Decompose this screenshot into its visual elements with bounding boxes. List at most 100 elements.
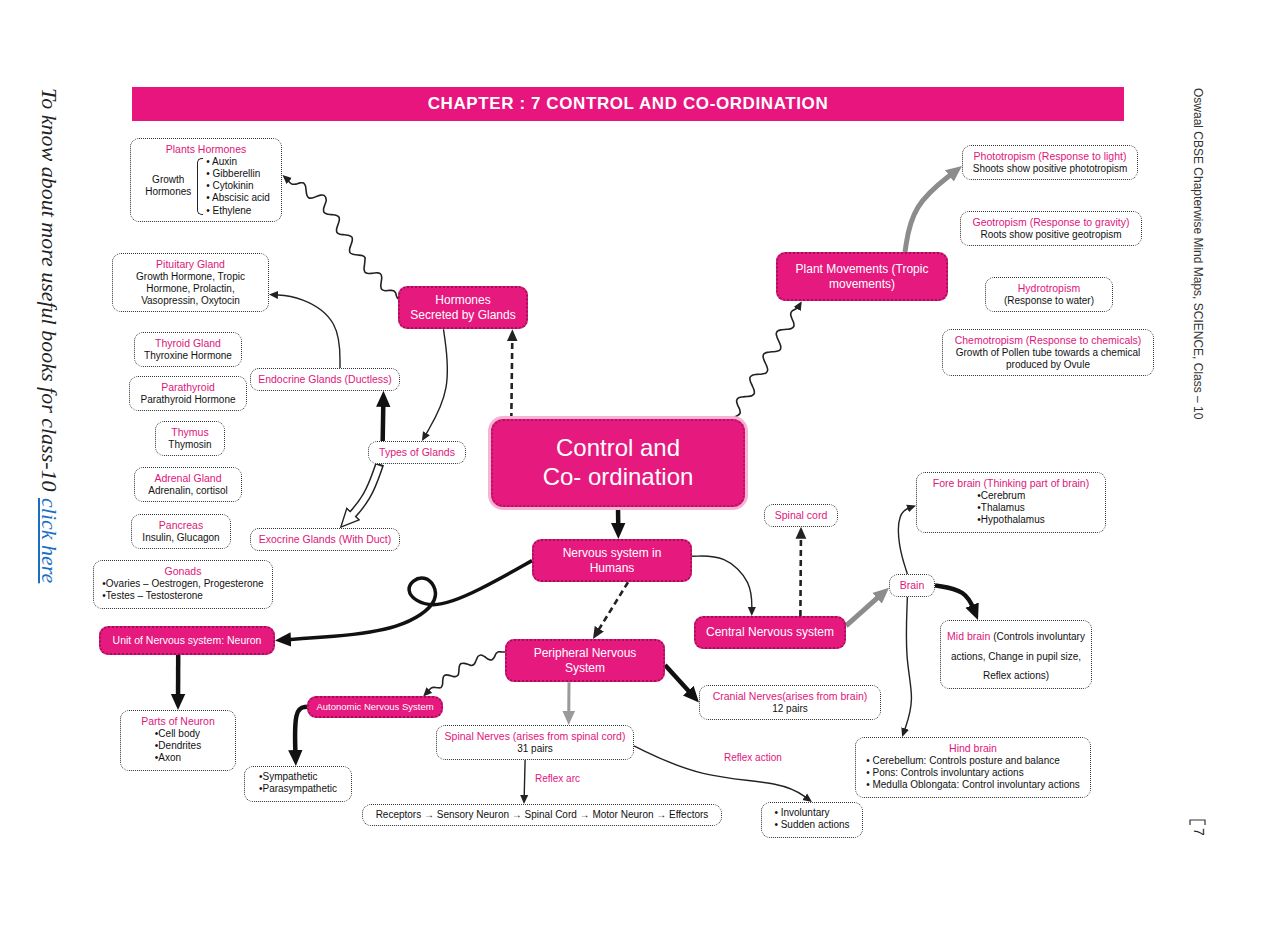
- edge-label: Reflex action: [722, 752, 784, 764]
- connector-arrow: [596, 582, 628, 634]
- node-heading: Endocrine Glands (Ductless): [257, 373, 393, 386]
- node-heading: Fore brain (Thinking part of brain): [923, 477, 1099, 490]
- connector-arrow: [898, 507, 911, 574]
- gland-type-box: Exocrine Glands (With Duct): [250, 528, 400, 551]
- connector-arrow: [634, 746, 808, 799]
- node-text: •Testes – Testosterone: [102, 590, 263, 602]
- node-heading: Chemotropism (Response to chemicals): [949, 334, 1147, 347]
- concept-box: Plant Movements (Tropic movements): [776, 252, 948, 301]
- connector-line: [283, 561, 532, 640]
- connector-arrow: [905, 171, 956, 252]
- hormone-box: Plants HormonesGrowth Hormones• Auxin• G…: [130, 138, 282, 222]
- connector-arrow: [283, 561, 532, 640]
- connector-arrow: [382, 399, 384, 441]
- connector-arrow: [904, 597, 912, 733]
- tropism-box: Hydrotropism(Response to water): [985, 277, 1113, 312]
- connector-line: [286, 178, 398, 299]
- concept-box: Nervous system in Humans: [532, 539, 692, 582]
- node-heading: Types of Glands: [375, 446, 459, 459]
- connector-line: [799, 533, 802, 616]
- connector-line: [424, 329, 447, 437]
- node-text: Thyroxine Hormone: [141, 350, 235, 362]
- concept-box: Peripheral Nervous System: [505, 639, 665, 682]
- node-text: •Sympathetic: [259, 771, 337, 783]
- part-box: Brain: [889, 574, 935, 597]
- connector-line: [596, 582, 628, 634]
- list-box: Parts of Neuron•Cell body•Dendrites•Axon: [120, 710, 236, 771]
- node-text: •Ovaries – Oestrogen, Progesterone: [102, 578, 263, 590]
- node-text: Parathyroid Hormone: [136, 394, 240, 406]
- concept-box: Hormones Secreted by Glands: [398, 286, 528, 329]
- connector-arrow: [692, 556, 752, 612]
- node-heading: Plant Movements (Tropic movements): [788, 262, 936, 291]
- node-heading: Exocrine Glands (With Duct): [257, 533, 393, 546]
- running-header: Oswaal CBSE Chapterwise Mind Maps, SCIEN…: [1190, 88, 1204, 419]
- gland-box: PancreasInsulin, Glucagon: [131, 514, 231, 549]
- brace: [197, 158, 203, 215]
- node-heading: Pancreas: [138, 519, 224, 532]
- connector-arrow: [178, 655, 179, 702]
- node-heading: Spinal cord: [771, 509, 831, 522]
- connector-arrow: [935, 585, 975, 612]
- node-text: Thymosin: [162, 439, 218, 451]
- brain-part-box: Fore brain (Thinking part of brain)•Cere…: [916, 472, 1106, 533]
- list-box: • Involuntary• Sudden actions: [761, 802, 863, 838]
- connector-arrow: [618, 507, 619, 531]
- connector-line: [176, 655, 181, 702]
- node-text: • Medulla Oblongata: Control involuntary…: [866, 779, 1080, 791]
- brain-part-box: Hind brain• Cerebellum: Controls posture…: [855, 737, 1091, 798]
- page-bracket: [1190, 820, 1205, 825]
- tropism-box: Geotropism (Response to gravity)Roots sh…: [960, 211, 1142, 246]
- concept-box: Unit of Nervous system: Neuron: [99, 626, 275, 655]
- connector-line: [898, 507, 911, 574]
- connector-line: [634, 746, 808, 799]
- node-heading: Pituitary Gland: [119, 258, 262, 271]
- node-heading: Hind brain: [862, 742, 1084, 755]
- gland-type-box: Endocrine Glands (Ductless): [250, 368, 400, 391]
- connector-arrow: [424, 329, 447, 437]
- node-heading: Phototropism (Response to light): [969, 150, 1131, 163]
- connector-line: [846, 593, 883, 626]
- connector-arrow: [273, 295, 340, 368]
- connector-line: [523, 760, 525, 800]
- node-text: • Involuntary: [774, 807, 849, 819]
- connector-arrow: [511, 335, 512, 419]
- node-heading: Geotropism (Response to gravity): [967, 216, 1135, 229]
- node-text: •Axon: [155, 752, 201, 764]
- connector-arrow: [800, 533, 802, 616]
- connector-fill: [347, 464, 380, 521]
- node-text: Adrenalin, cortisol: [141, 485, 235, 497]
- connector-arrow: [295, 707, 307, 758]
- nerve-box: Spinal Nerves (arises from spinal cord)3…: [436, 725, 634, 760]
- connector-arrow: [286, 178, 398, 299]
- link-text: click here: [37, 498, 62, 583]
- connector-line: [905, 171, 956, 252]
- node-text: Shoots show positive phototropism: [969, 163, 1131, 175]
- list-box: •Sympathetic•Parasympathetic: [244, 766, 352, 802]
- nerve-box: Cranial Nerves(arises from brain)12 pair…: [699, 685, 881, 720]
- connector-line: [692, 556, 752, 612]
- edge-label: Reflex arc: [533, 773, 582, 785]
- connector-line: [426, 652, 505, 694]
- node-heading: Hydrotropism: [992, 282, 1106, 295]
- node-text: Insulin, Glucagon: [138, 532, 224, 544]
- connector-arrow: [846, 593, 883, 626]
- connector-arrow: [732, 305, 799, 419]
- node-text: •Thalamus: [977, 502, 1044, 514]
- gland-box: Gonads•Ovaries – Oestrogen, Progesterone…: [93, 560, 273, 609]
- node-text: Roots show positive geotropism: [967, 229, 1135, 241]
- node-text: •Hypothalamus: [977, 514, 1044, 526]
- connector-line: [511, 335, 512, 419]
- connector-line: [935, 585, 975, 612]
- connector-arrow: [568, 682, 569, 718]
- title-band: CHAPTER : 7 CONTROL AND CO-ORDINATION: [132, 87, 1124, 121]
- node-text: • Pons: Controls involuntary actions: [866, 767, 1080, 779]
- node-heading: Control and Co- ordination: [540, 434, 696, 492]
- gland-box: Pituitary GlandGrowth Hormone, Tropic Ho…: [112, 253, 269, 312]
- central-topic: Control and Co- ordination: [491, 419, 745, 507]
- gland-box: ThymusThymosin: [155, 421, 225, 456]
- pathway-box: Receptors → Sensory Neuron → Spinal Cord…: [362, 804, 722, 826]
- node-text: •Dendrites: [155, 740, 201, 752]
- node-heading: Plants Hormones: [137, 143, 275, 156]
